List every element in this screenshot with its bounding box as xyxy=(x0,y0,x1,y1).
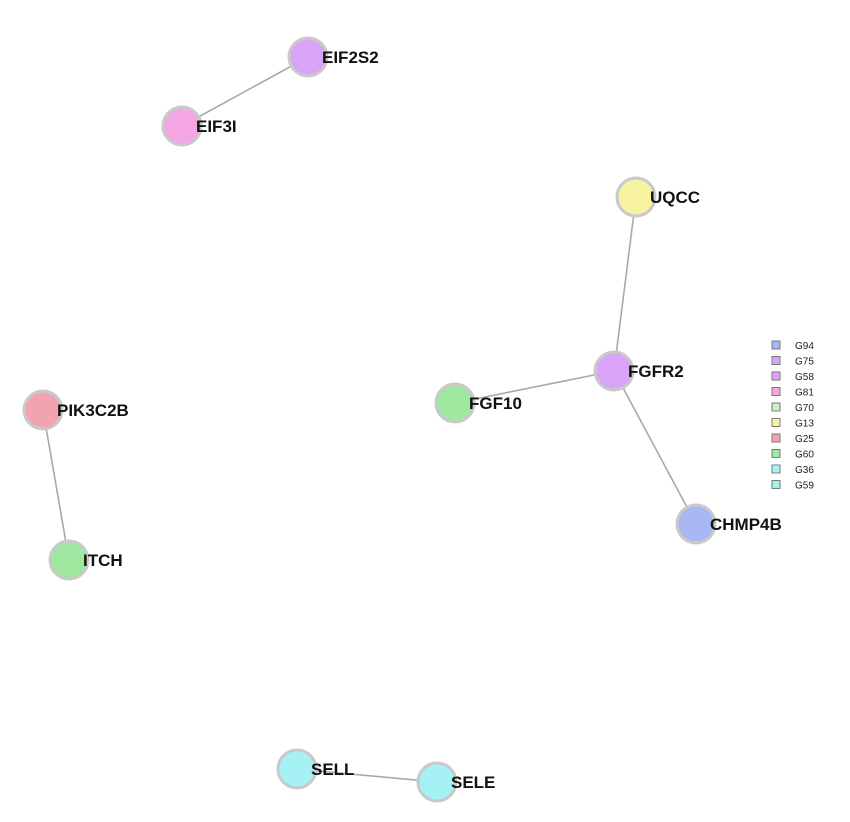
node-pik3c2b[interactable]: PIK3C2B xyxy=(22,389,129,431)
edge-eif2s2-eif3i xyxy=(181,56,309,127)
node-circle[interactable] xyxy=(416,761,458,803)
legend-label: G60 xyxy=(795,450,814,461)
node-label: ITCH xyxy=(83,551,123,570)
node-label: CHMP4B xyxy=(710,515,782,534)
legend-swatch xyxy=(771,356,781,365)
node-label: PIK3C2B xyxy=(57,401,129,420)
legend-label: G25 xyxy=(795,434,814,445)
node-circle[interactable] xyxy=(434,382,476,424)
node-itch[interactable]: ITCH xyxy=(48,539,123,581)
edge-fgfr2-fgf10 xyxy=(454,370,615,404)
edge-uqcc-fgfr2 xyxy=(613,196,637,372)
node-circle[interactable] xyxy=(22,389,64,431)
node-circle[interactable] xyxy=(161,105,203,147)
legend-label: G75 xyxy=(795,357,814,368)
node-label: EIF3I xyxy=(196,117,237,136)
node-eif3i[interactable]: EIF3I xyxy=(161,105,237,147)
legend-item-g60: G60 xyxy=(771,449,814,461)
node-uqcc[interactable]: UQCC xyxy=(615,176,700,218)
legend-item-g13: G13 xyxy=(771,418,814,430)
legend-label: G36 xyxy=(795,465,814,476)
node-chmp4b[interactable]: CHMP4B xyxy=(675,503,782,545)
legend-swatch xyxy=(771,480,781,489)
node-fgfr2[interactable]: FGFR2 xyxy=(593,350,684,392)
legend-label: G70 xyxy=(795,403,814,414)
node-circle[interactable] xyxy=(287,36,329,78)
legend-swatch xyxy=(771,371,781,381)
node-sele[interactable]: SELE xyxy=(416,761,495,803)
legend-item-g75: G75 xyxy=(771,356,814,368)
node-label: SELL xyxy=(311,760,354,779)
legend-item-g36: G36 xyxy=(771,464,814,476)
node-label: UQCC xyxy=(650,188,700,207)
node-circle[interactable] xyxy=(675,503,717,545)
node-label: FGFR2 xyxy=(628,362,684,381)
legend-item-g25: G25 xyxy=(771,433,814,445)
legend-swatch xyxy=(771,433,781,443)
node-circle[interactable] xyxy=(48,539,90,581)
legend-swatch xyxy=(771,449,781,458)
node-circle[interactable] xyxy=(615,176,657,218)
legend-swatch xyxy=(771,402,781,412)
legend-item-g81: G81 xyxy=(771,387,814,399)
legend-item-g70: G70 xyxy=(771,402,814,414)
node-label: EIF2S2 xyxy=(322,48,379,67)
legend-swatch xyxy=(771,340,781,350)
legend-label: G81 xyxy=(795,388,814,399)
legend-label: G59 xyxy=(795,481,814,492)
legend-item-g58: G58 xyxy=(771,371,814,383)
node-sell[interactable]: SELL xyxy=(276,748,354,790)
legend-label: G58 xyxy=(795,372,814,383)
legend-swatch xyxy=(771,387,781,396)
legend-swatch xyxy=(771,418,781,427)
node-circle[interactable] xyxy=(276,748,318,790)
legend-item-g94: G94 xyxy=(771,340,814,352)
node-eif2s2[interactable]: EIF2S2 xyxy=(287,36,379,78)
edge-fgfr2-chmp4b xyxy=(613,370,697,525)
legend-label: G13 xyxy=(795,419,814,430)
edge-sell-sele xyxy=(296,768,438,783)
node-fgf10[interactable]: FGF10 xyxy=(434,382,522,424)
legend-label: G94 xyxy=(795,341,814,352)
node-label: SELE xyxy=(451,773,495,792)
node-label: FGF10 xyxy=(469,394,522,413)
node-circle[interactable] xyxy=(593,350,635,392)
legend-item-g59: G59 xyxy=(771,480,814,492)
edge-pik3c2b-itch xyxy=(42,409,70,561)
legend-swatch xyxy=(771,464,781,474)
edge-layer xyxy=(42,56,697,783)
